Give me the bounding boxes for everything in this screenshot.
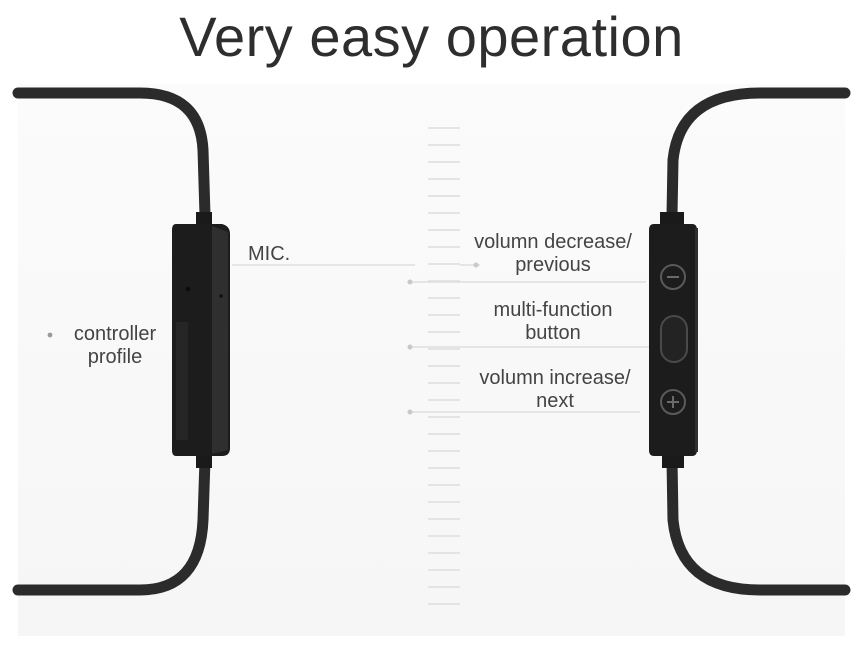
mic-hole-icon <box>185 286 191 292</box>
volume-increase-label: volumn increase/ next <box>460 367 650 413</box>
multi-function-button[interactable] <box>660 315 688 363</box>
mic-label-text: MIC. <box>248 243 291 265</box>
multi-function-label: multi-function button <box>468 299 638 345</box>
volume-decrease-line1: volumn decrease/ <box>474 231 632 253</box>
left-remote-assembly <box>12 87 230 596</box>
page-title: Very easy operation <box>179 5 684 68</box>
volume-increase-line1: volumn increase/ <box>479 367 631 389</box>
plus-icon[interactable] <box>660 389 686 415</box>
minus-icon[interactable] <box>660 264 686 290</box>
controller-profile-label: controller profile <box>66 323 164 369</box>
volume-decrease-label: volumn decrease/ previous <box>452 231 654 277</box>
volume-decrease-line2: previous <box>515 254 591 276</box>
center-ruler <box>428 127 460 605</box>
bullet-icon <box>47 332 53 338</box>
multi-function-line1: multi-function <box>493 299 613 321</box>
product-background <box>18 84 845 636</box>
multi-function-line2: button <box>525 322 581 344</box>
leader-lines <box>232 264 650 413</box>
mic-label: MIC. <box>248 243 290 266</box>
leader-dots <box>407 262 479 415</box>
volume-increase-line2: next <box>536 390 574 412</box>
controller-label-line2: profile <box>87 346 143 368</box>
controller-label-line1: controller <box>73 323 157 345</box>
